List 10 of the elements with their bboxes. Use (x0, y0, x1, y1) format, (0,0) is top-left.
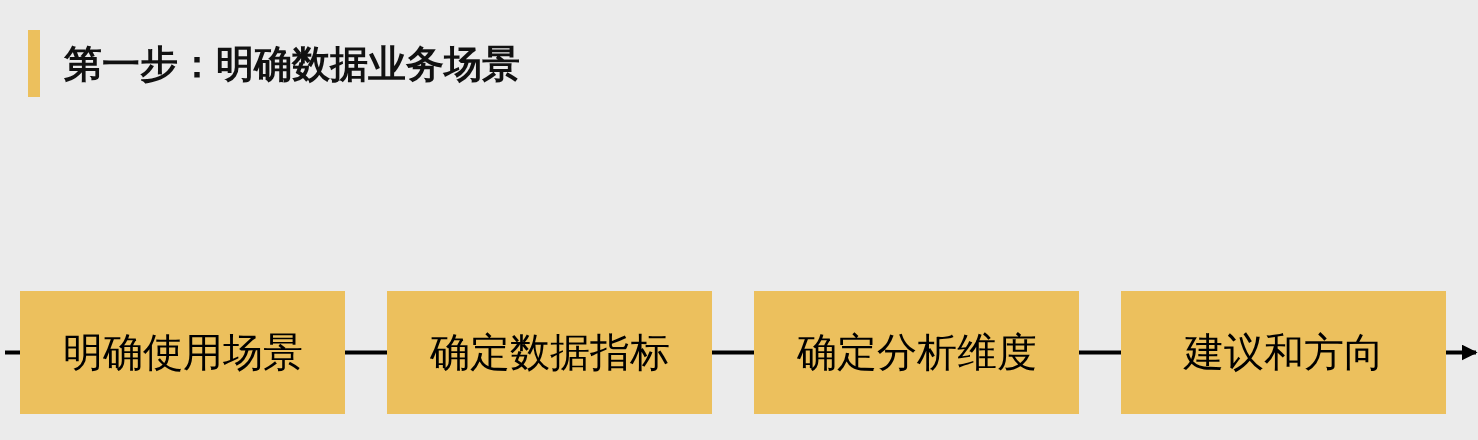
page-title: 第一步：明确数据业务场景 (64, 41, 520, 88)
connector-line (345, 350, 387, 355)
connector-line (5, 350, 20, 355)
arrow (1446, 344, 1478, 361)
step-box: 建议和方向 (1121, 291, 1446, 414)
connector-line (1079, 350, 1121, 355)
step-box: 确定数据指标 (387, 291, 712, 414)
step-box: 明确使用场景 (20, 291, 345, 414)
connector-line (712, 350, 754, 355)
step-box: 确定分析维度 (754, 291, 1079, 414)
